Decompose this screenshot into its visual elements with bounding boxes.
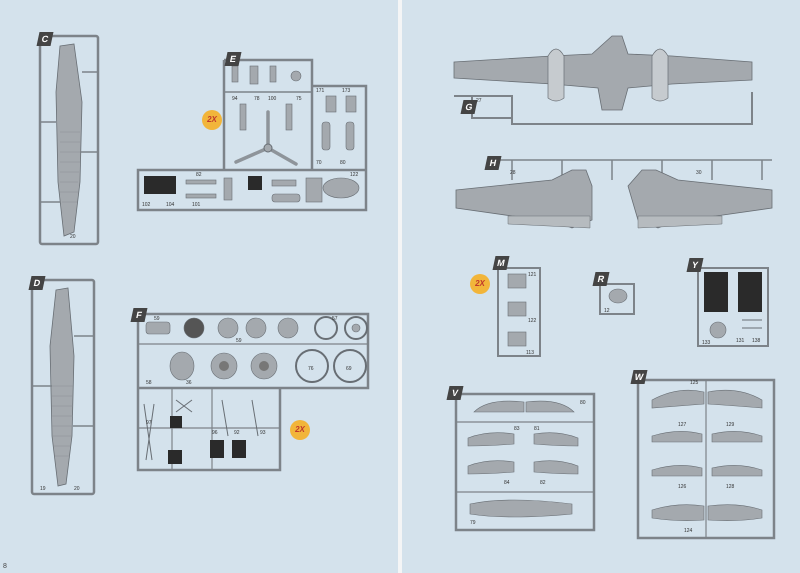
part-number: 83 <box>514 426 520 432</box>
sprue-label-d: D <box>28 276 46 290</box>
sprue-h: H 28 30 <box>452 150 782 242</box>
part-number: 129 <box>726 422 735 428</box>
quantity-badge: 2X <box>290 420 310 440</box>
sprue-label-f: F <box>130 308 148 322</box>
sprue-c-frame: 20 <box>38 34 100 246</box>
sprue-h-frame: 28 30 <box>455 159 773 229</box>
part-number: 58 <box>146 380 152 386</box>
part-number: 128 <box>726 484 735 490</box>
part-number: 113 <box>526 350 534 356</box>
part-number: 93 <box>260 430 266 436</box>
part-number: 12 <box>604 308 610 314</box>
part-number: 94 <box>232 96 238 102</box>
part-number: 30 <box>696 170 702 176</box>
part-number: 125 <box>690 380 699 386</box>
part-number: 121 <box>528 272 537 278</box>
part-number: 122 <box>350 172 359 178</box>
sprue-label-y: Y <box>686 258 704 272</box>
sprue-y: Y 131 138 133 <box>686 258 772 350</box>
sprue-f-frame: 59 57 58 59 36 76 69 97 96 92 93 <box>136 312 370 472</box>
sprue-r-frame: 12 <box>599 283 635 315</box>
part-number: 36 <box>186 380 192 386</box>
part-number: 171 <box>316 88 325 94</box>
sprue-e-frame: 94 78 100 75 171 173 70 80 82 122 102 10… <box>136 58 368 212</box>
page-number: 8 <box>3 563 7 570</box>
part-number: 138 <box>752 338 761 344</box>
part-number: 75 <box>296 96 302 102</box>
part-number: 131 <box>736 338 745 344</box>
part-number: 100 <box>268 96 277 102</box>
sprue-v-frame: 80 83 81 84 82 79 <box>454 392 596 532</box>
sprue-w: W 125 127 129 126 128 124 <box>628 370 778 542</box>
part-number: 28 <box>510 170 516 176</box>
sprue-v: V 80 83 81 84 82 79 <box>446 386 598 534</box>
part-number: 82 <box>196 172 202 178</box>
part-number: 19 <box>40 486 46 492</box>
quantity-badge: 2X <box>202 110 222 130</box>
sprue-label-r: R <box>592 272 610 286</box>
part-number: 80 <box>340 160 346 166</box>
part-number: 101 <box>192 202 201 208</box>
part-number: 104 <box>166 202 175 208</box>
left-page: C 20 D <box>0 0 398 573</box>
part-number: 57 <box>332 316 338 322</box>
part-number: 127 <box>678 422 687 428</box>
part-number: 27 <box>476 98 482 104</box>
sprue-label-m: M <box>492 256 510 270</box>
part-number: 78 <box>254 96 260 102</box>
part-number: 173 <box>342 88 351 94</box>
sprue-label-w: W <box>630 370 648 384</box>
sprue-label-g: G <box>460 100 478 114</box>
sprue-g-frame: 27 <box>453 35 753 125</box>
part-number: 69 <box>346 366 352 372</box>
right-page: G 27 H 28 30 M 2X 121 122 <box>402 0 800 573</box>
sprue-d: D 19 20 <box>28 276 96 498</box>
sprue-label-h: H <box>484 156 502 170</box>
sprue-label-c: C <box>36 32 54 46</box>
sprue-m-frame: 121 122 113 <box>497 267 541 357</box>
part-number: 79 <box>470 520 476 526</box>
sprue-w-frame: 125 127 129 126 128 124 <box>636 378 776 540</box>
part-number: 80 <box>580 400 586 406</box>
sprue-m: M 2X 121 122 113 <box>470 256 544 360</box>
part-number: 96 <box>212 430 218 436</box>
part-number: 126 <box>678 484 687 490</box>
part-number: 20 <box>74 486 80 492</box>
quantity-badge: 2X <box>470 274 490 294</box>
part-number: 84 <box>504 480 510 486</box>
part-number: 81 <box>534 426 540 432</box>
part-number: 102 <box>142 202 151 208</box>
sprue-g: G 27 <box>452 32 772 132</box>
sprue-d-frame: 19 20 <box>30 278 96 496</box>
part-number: 82 <box>540 480 546 486</box>
part-number: 20 <box>70 234 76 240</box>
part-number: 124 <box>684 528 693 534</box>
part-number: 97 <box>146 420 152 426</box>
part-number: 70 <box>316 160 322 166</box>
part-number: 122 <box>528 318 537 324</box>
part-number: 133 <box>702 340 711 346</box>
sprue-c: C 20 <box>36 32 100 247</box>
sprue-label-v: V <box>446 386 464 400</box>
part-number: 92 <box>234 430 240 436</box>
sprue-e: E 2X 94 78 <box>136 52 372 214</box>
sprue-f: F 2X <box>130 308 372 476</box>
sprue-label-e: E <box>224 52 242 66</box>
sprue-y-frame: 131 138 133 <box>697 267 769 347</box>
part-number: 59 <box>154 316 160 322</box>
part-number: 59 <box>236 338 242 344</box>
page-spine <box>398 0 402 573</box>
sprue-r: R 12 <box>592 272 636 318</box>
part-number: 76 <box>308 366 314 372</box>
